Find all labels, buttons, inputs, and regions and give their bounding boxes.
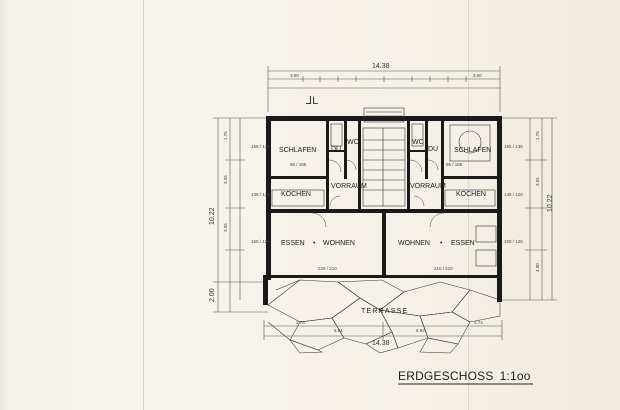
terrace-dimension: 3.74 bbox=[474, 320, 483, 325]
top-dimension-b: 3.50 bbox=[473, 73, 482, 78]
sheet-fold-line bbox=[143, 0, 144, 410]
drawing-title-text: ERDGESCHOSS bbox=[398, 369, 494, 383]
lower-depth-dimension: 2.00 bbox=[209, 288, 216, 302]
left-side-dimension-a: 1.75 bbox=[223, 131, 228, 140]
room-label-essen: ESSEN bbox=[451, 240, 475, 247]
room-label-schlafen: SCHLAFEN bbox=[454, 147, 491, 154]
door-dimension-note: 220 / 210 bbox=[318, 266, 337, 271]
door-dimension-note: 210 / 210 bbox=[434, 266, 453, 271]
terrace-dimension-chain bbox=[263, 320, 503, 340]
room-label-essen: ESSEN bbox=[281, 240, 305, 247]
room-label-schlafen: SCHLAFEN bbox=[279, 147, 316, 154]
room-label-du: DU bbox=[428, 146, 438, 153]
right-dimension-chain bbox=[500, 117, 557, 301]
top-dimension-chain bbox=[267, 66, 501, 112]
terrace-dimension: 6.81 bbox=[334, 328, 343, 333]
door-dimension-note: 95 / 185 bbox=[290, 162, 307, 167]
window-dimension-note: 155 / 135 bbox=[251, 144, 270, 149]
left-dimension-chain bbox=[213, 117, 268, 313]
terrace-dimension: 6.82 bbox=[416, 328, 425, 333]
window-dimension-note: 135 / 125 bbox=[504, 192, 523, 197]
room-label-wohnen: WOHNEN bbox=[323, 240, 355, 247]
room-separator-dot: • bbox=[440, 240, 443, 247]
right-side-dimension-b: 3.55 bbox=[535, 177, 540, 186]
drawing-scale: 1:1oo bbox=[499, 369, 531, 383]
window-dimension-note: 150 / 125 bbox=[251, 239, 270, 244]
terrace-dimension: 3.74 bbox=[296, 320, 305, 325]
terrace-paving bbox=[267, 279, 501, 354]
room-label-wc: WC bbox=[412, 139, 424, 146]
left-side-dimension-c: 3.05 bbox=[223, 223, 228, 232]
stair-and-fixtures bbox=[271, 107, 497, 267]
left-side-dimension-b: 3.55 bbox=[223, 175, 228, 184]
right-depth-dimension: 10.22 bbox=[547, 194, 554, 212]
room-label-wc: WC bbox=[347, 139, 359, 146]
window-dimension-note: 155 / 135 bbox=[504, 144, 523, 149]
terrace-label: TERRASSE bbox=[361, 308, 408, 315]
room-label-vorraum: VORRAUM bbox=[410, 183, 446, 190]
north-arrow-symbol: ⅃L bbox=[306, 95, 318, 107]
window-dimension-note: 150 / 125 bbox=[504, 239, 523, 244]
room-label-wohnen: WOHNEN bbox=[398, 240, 430, 247]
overall-width-bottom-dimension: 14.38 bbox=[372, 340, 390, 347]
door-swings bbox=[311, 159, 445, 228]
overall-depth-dimension: 10.22 bbox=[209, 207, 216, 225]
room-label-kochen: KOCHEN bbox=[281, 191, 311, 198]
room-separator-dot: • bbox=[313, 240, 316, 247]
room-label-kochen: KOCHEN bbox=[456, 191, 486, 198]
sheet-fold-line bbox=[468, 0, 469, 410]
interior-walls bbox=[269, 121, 499, 277]
room-label-vorraum: VORRAUM bbox=[331, 183, 367, 190]
drawing-title: ERDGESCHOSS 1:1oo bbox=[398, 369, 531, 383]
room-label-du: DU bbox=[331, 146, 341, 153]
window-dimension-note: 135 / 125 bbox=[251, 192, 270, 197]
right-side-dimension-a: 1.75 bbox=[535, 131, 540, 140]
door-dimension-note: 95 / 185 bbox=[446, 162, 463, 167]
right-side-dimension-d: 4.00 bbox=[535, 263, 540, 272]
overall-width-dimension: 14.38 bbox=[372, 63, 390, 70]
top-dimension-a: 3.50 bbox=[290, 73, 299, 78]
